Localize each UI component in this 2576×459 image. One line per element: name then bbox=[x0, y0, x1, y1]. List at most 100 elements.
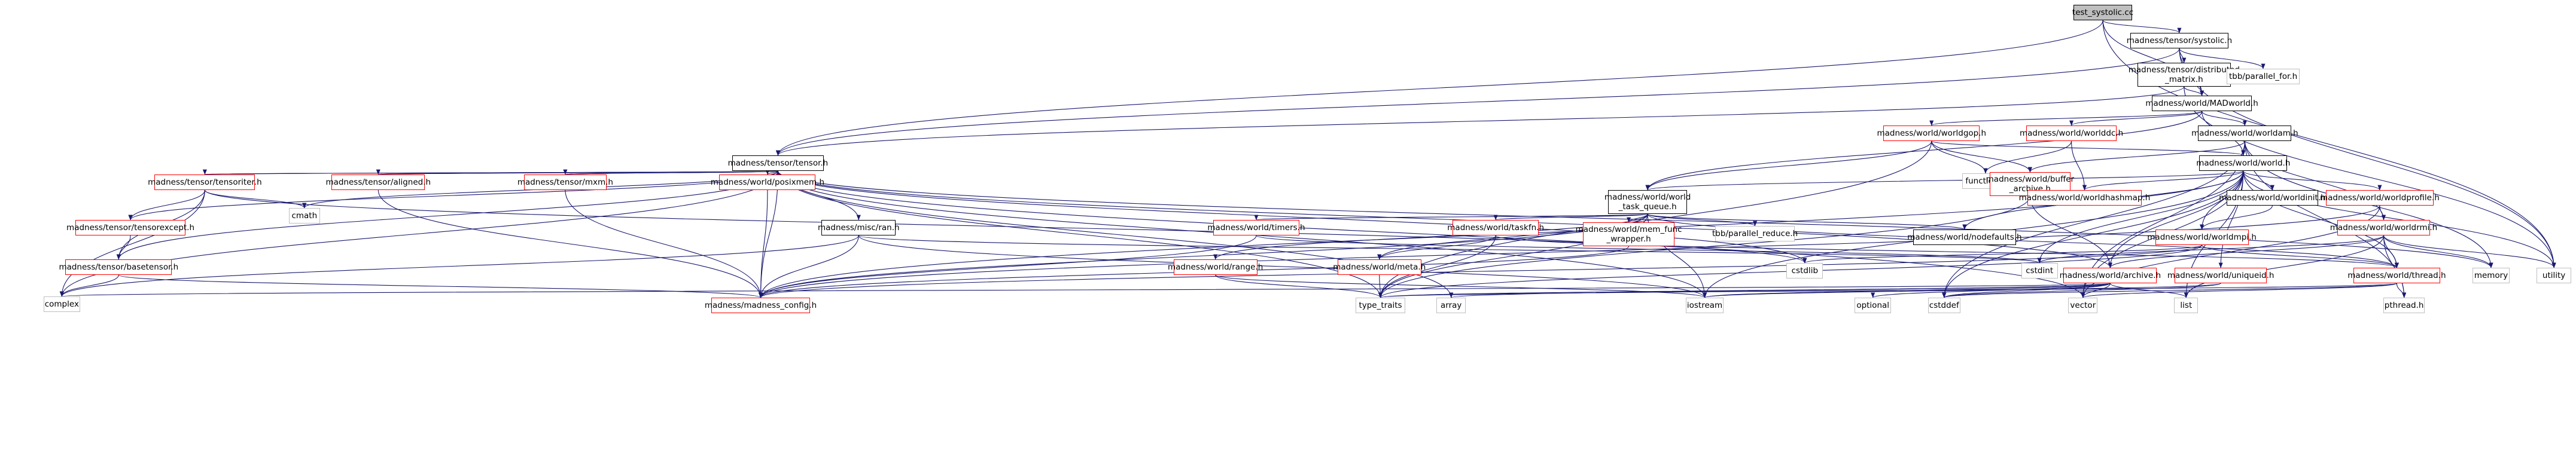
node-systolic[interactable]: madness/tensor/systolic.h bbox=[2127, 33, 2232, 48]
edge-worlddc-to-functional bbox=[1983, 140, 2072, 174]
edge-taskfn-to-thread bbox=[1495, 235, 2399, 268]
edge-archive-to-list bbox=[2109, 283, 2188, 298]
edge-world-to-uniqueid bbox=[2218, 170, 2244, 268]
edge-range-to-typetraits bbox=[1215, 274, 1383, 298]
node-label: madness/world/worldhashmap.h bbox=[2018, 193, 2151, 203]
node-world[interactable]: madness/world/world.h bbox=[2196, 155, 2291, 171]
node-label: madness/world/range.h bbox=[1168, 262, 1263, 272]
edge-worldam-to-buffer bbox=[2027, 140, 2245, 173]
edge-worldrmi-to-archive bbox=[2108, 235, 2385, 268]
node-meta[interactable]: madness/world/meta.h bbox=[1333, 259, 1426, 275]
edge-world-to-archive bbox=[2108, 170, 2244, 268]
node-label: madness/world/uniqueid.h bbox=[2167, 271, 2274, 280]
edge-worldgop-to-taskq bbox=[1645, 140, 1932, 191]
edge-taskq-to-timers bbox=[1254, 213, 1648, 221]
node-uniqueid[interactable]: madness/world/uniqueid.h bbox=[2167, 268, 2274, 283]
node-archive[interactable]: madness/world/archive.h bbox=[2060, 268, 2161, 283]
node-cmath: cmath bbox=[288, 208, 321, 224]
node-worldprofile[interactable]: madness/world/worldprofile.h bbox=[2320, 190, 2440, 206]
node-label: madness/world/timers.h bbox=[1207, 223, 1305, 232]
node-label: optional bbox=[1856, 301, 1890, 310]
node-worldam[interactable]: madness/world/worldam.h bbox=[2191, 126, 2298, 141]
node-ran[interactable]: madness/misc/ran.h bbox=[818, 220, 900, 235]
node-typetraits: type_traits bbox=[1356, 298, 1405, 313]
node-posixmem[interactable]: madness/world/posixmem.h bbox=[711, 175, 824, 190]
edge-tensoriter-to-cstdlib bbox=[204, 189, 1807, 264]
node-aligned[interactable]: madness/tensor/aligned.h bbox=[325, 175, 431, 190]
edge-worldrmi-to-cstdint bbox=[2037, 235, 2385, 264]
edge-root-to-tensor bbox=[776, 20, 2103, 156]
node-label: cmath bbox=[291, 211, 318, 221]
node-timers[interactable]: madness/world/timers.h bbox=[1207, 220, 1305, 235]
node-cstdlib: cstdlib bbox=[1786, 263, 1823, 279]
node-memfunc[interactable]: madness/world/mem_func _wrapper.h bbox=[1576, 222, 1682, 246]
edge-ran-to-config bbox=[759, 235, 859, 298]
node-root[interactable]: test_systolic.cc bbox=[2072, 5, 2133, 20]
node-range[interactable]: madness/world/range.h bbox=[1168, 259, 1263, 275]
node-tensoriter[interactable]: madness/tensor/tensoriter.h bbox=[148, 175, 262, 190]
edge-mxm-to-tensor bbox=[565, 170, 780, 176]
node-worldmpi[interactable]: madness/world/worldmpi.h bbox=[2147, 230, 2257, 245]
edge-ran-to-iostream bbox=[858, 235, 1707, 298]
edge-world-to-taskq bbox=[1646, 170, 2244, 191]
edge-tensor-to-vector bbox=[777, 170, 2085, 298]
edge-world-to-worldinit bbox=[2243, 170, 2274, 191]
node-taskfn[interactable]: madness/world/taskfn.h bbox=[1447, 220, 1544, 235]
node-taskq[interactable]: madness/world/world _task_queue.h bbox=[1604, 190, 1691, 214]
node-pthread: pthread.h bbox=[2383, 298, 2425, 313]
edge-madworld-to-worlddc bbox=[2069, 111, 2203, 126]
node-config[interactable]: madness/madness_config.h bbox=[705, 298, 817, 313]
node-worldhashmap[interactable]: madness/world/worldhashmap.h bbox=[2019, 190, 2150, 206]
node-worldgop[interactable]: madness/world/worldgop.h bbox=[1877, 126, 1986, 141]
node-distmatrix[interactable]: madness/tensor/distributed _matrix.h bbox=[2129, 63, 2240, 87]
node-label: iostream bbox=[1686, 301, 1723, 310]
node-iostream: iostream bbox=[1686, 298, 1724, 313]
node-utility: utility bbox=[2537, 268, 2571, 283]
node-label: madness/world/world.h bbox=[2196, 158, 2291, 168]
node-worldinit[interactable]: madness/world/worldinit.h bbox=[2219, 190, 2326, 206]
node-label: madness/world/MADworld.h bbox=[2145, 99, 2258, 108]
node-worlddc[interactable]: madness/world/worlddc.h bbox=[2020, 126, 2123, 141]
edge-thread-to-cstddef bbox=[1942, 283, 2397, 298]
node-madworld[interactable]: madness/world/MADworld.h bbox=[2145, 96, 2258, 111]
node-label: madness/world/archive.h bbox=[2059, 271, 2161, 280]
node-basetensor[interactable]: madness/tensor/basetensor.h bbox=[59, 259, 178, 275]
node-label: madness/world/worldprofile.h bbox=[2319, 193, 2440, 203]
edge-distmatrix-to-tensor bbox=[776, 86, 2185, 156]
edge-worldgop-to-functional bbox=[1931, 140, 1988, 174]
edge-worlddc-to-worldhashmap bbox=[2071, 140, 2087, 191]
node-cstdint: cstdint bbox=[2021, 263, 2058, 279]
edge-worldgop-to-world bbox=[1931, 140, 2245, 156]
edge-tensor-to-cstdlib bbox=[777, 170, 1807, 264]
node-label: tbb/parallel_for.h bbox=[2229, 72, 2298, 81]
edge-ran-to-complex bbox=[60, 235, 859, 297]
node-label: cstdint bbox=[2026, 266, 2054, 276]
node-tensor[interactable]: madness/tensor/tensor.h bbox=[728, 155, 828, 171]
node-label: madness/world/mem_func _wrapper.h bbox=[1575, 225, 1682, 244]
edge-madworld-to-worldam bbox=[2202, 111, 2247, 126]
edge-taskq-to-tbbpreduce bbox=[1647, 213, 1758, 227]
edge-tensor-to-archive bbox=[777, 170, 2112, 268]
node-optional: optional bbox=[1855, 298, 1892, 313]
node-label: madness/madness_config.h bbox=[704, 301, 817, 310]
edge-worldmpi-to-config bbox=[759, 244, 2203, 298]
node-label: pthread.h bbox=[2384, 301, 2424, 310]
node-label: madness/tensor/tensor.h bbox=[727, 158, 829, 168]
node-nodefaults[interactable]: madness/world/nodefaults.h bbox=[1907, 230, 2022, 245]
node-label: madness/tensor/aligned.h bbox=[325, 178, 431, 187]
edge-madworld-to-worldgop bbox=[1929, 111, 2203, 126]
edge-worldinit-to-worldmpi bbox=[2200, 205, 2273, 230]
edge-tensoriter-to-cmath bbox=[204, 189, 307, 209]
node-mxm[interactable]: madness/tensor/mxm.h bbox=[517, 175, 613, 190]
node-label: utility bbox=[2542, 271, 2566, 280]
edge-taskq-to-nodefaults bbox=[1647, 213, 1967, 230]
node-thread[interactable]: madness/world/thread.h bbox=[2347, 268, 2446, 283]
node-label: madness/world/posixmem.h bbox=[710, 178, 825, 187]
node-tensorexcept[interactable]: madness/tensor/tensorexcept.h bbox=[66, 220, 194, 235]
node-label: madness/world/thread.h bbox=[2347, 271, 2446, 280]
node-worldrmi[interactable]: madness/world/worldrmi.h bbox=[2330, 220, 2437, 235]
edge-posixmem-to-config bbox=[759, 189, 768, 298]
edge-uniqueid-to-cstddef bbox=[1942, 283, 2221, 298]
edge-taskq-to-meta bbox=[1377, 213, 1648, 260]
node-vector: vector bbox=[2068, 298, 2098, 313]
